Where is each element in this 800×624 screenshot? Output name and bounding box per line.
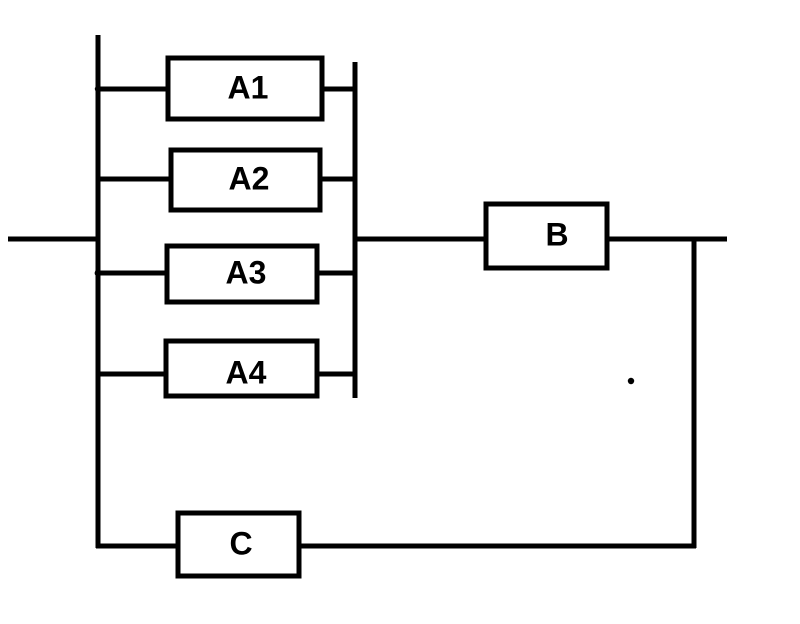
block-c-rect[interactable] [175,510,302,579]
block-a2-rect[interactable] [168,147,323,213]
block-a3[interactable]: A3 [164,243,320,305]
a1-left-node-dot [94,85,102,93]
block-b-rect[interactable] [483,201,610,271]
block-b-label: B [545,216,568,252]
block-b[interactable]: B [483,201,610,271]
block-a1[interactable]: A1 [165,55,325,122]
block-a1-rect[interactable] [165,55,325,122]
block-a4[interactable]: A4 [163,338,320,399]
block-a3-label: A3 [226,254,267,290]
block-a4-rect[interactable] [163,338,320,399]
block-a1-label: A1 [228,69,269,105]
block-c[interactable]: C [175,510,302,579]
a3-input-node-dot [94,269,102,277]
block-a2[interactable]: A2 [168,147,323,213]
block-c-label: C [229,525,252,561]
block-a4-label: A4 [226,354,267,390]
block-a3-rect[interactable] [164,243,320,305]
stray-dot-icon [627,377,635,385]
block-a2-label: A2 [229,160,270,196]
